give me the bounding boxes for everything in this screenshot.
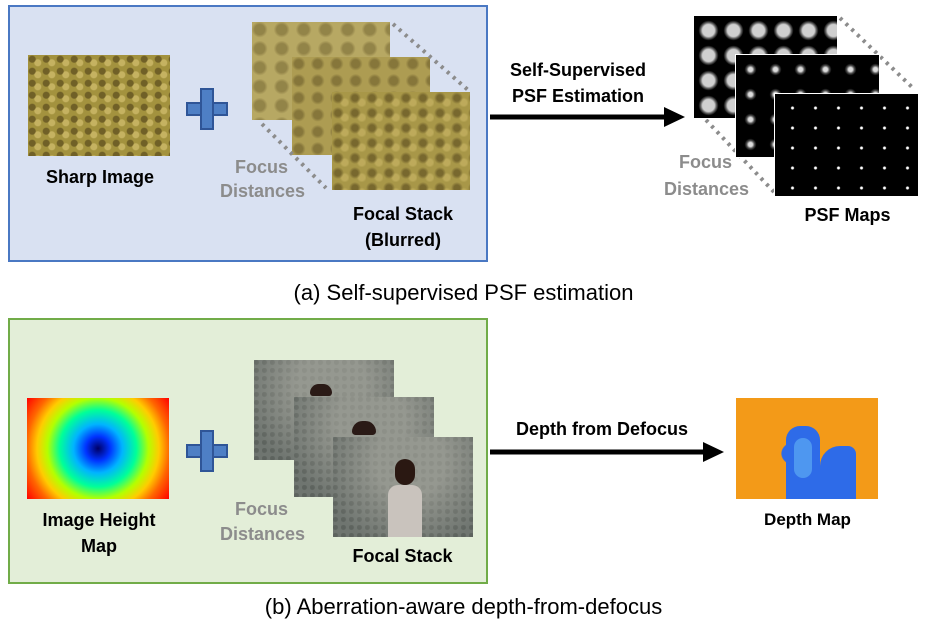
depth-map-label: Depth Map xyxy=(764,510,851,529)
focus-distances-label-psf1: Focus xyxy=(678,152,732,172)
focus-distances-label-a1: Focus xyxy=(234,157,288,177)
focus-distances-label-a2: Distances xyxy=(219,181,305,201)
caption-a: (a) Self-supervised PSF estimation xyxy=(293,280,634,305)
image-height-map xyxy=(27,398,169,499)
arrow-label-psf-1: Self-Supervised xyxy=(509,60,647,80)
psf-maps-label: PSF Maps xyxy=(804,205,891,225)
focus-distances-label-psf2: Distances xyxy=(663,179,749,199)
plus-icon xyxy=(186,430,228,472)
focal-stack-label-b: Focal Stack xyxy=(352,546,453,566)
sharp-image-label: Sharp Image xyxy=(45,167,155,187)
psf-map-near xyxy=(774,93,919,197)
height-map-label-1: Image Height xyxy=(42,510,156,530)
depth-map-image xyxy=(736,398,878,499)
caption-b: (b) Aberration-aware depth-from-defocus xyxy=(264,594,663,619)
focal-stack-scene-near xyxy=(333,437,473,537)
focal-stack-label-a1: Focal Stack xyxy=(352,204,454,224)
sharp-image xyxy=(28,55,170,156)
focal-stack-label-a2: (Blurred) xyxy=(365,230,441,250)
arrow-label-psf-2: PSF Estimation xyxy=(511,86,645,106)
focus-distances-label-b1: Focus xyxy=(234,499,288,519)
focus-distances-label-b2: Distances xyxy=(219,524,305,544)
arrow-label-dfd: Depth from Defocus xyxy=(515,419,688,439)
height-map-label-2: Map xyxy=(81,536,117,556)
plus-icon xyxy=(186,88,228,130)
focal-stack-image-near xyxy=(332,92,470,190)
